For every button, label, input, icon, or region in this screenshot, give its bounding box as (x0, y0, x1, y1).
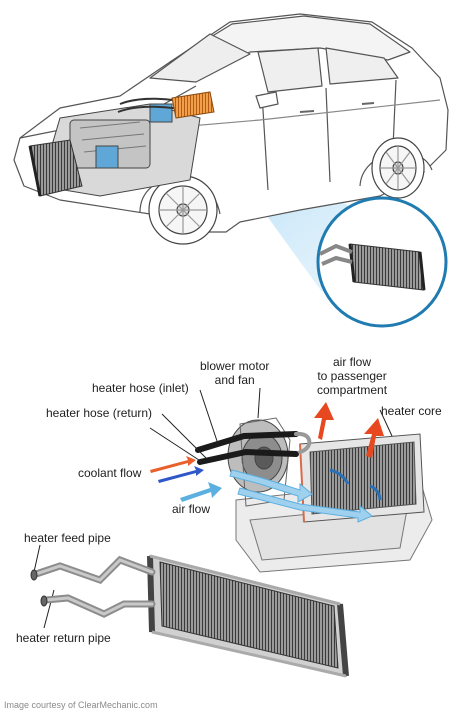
coolant-flow-arrows (150, 456, 204, 483)
label-heater-core: heater core (381, 404, 442, 418)
label-air-line-3: compartment (317, 383, 388, 397)
heater-hoses (195, 431, 312, 465)
radiator (28, 139, 83, 197)
blower-motor-fan (227, 417, 291, 507)
engine-bay (39, 97, 201, 197)
front-wheel (148, 175, 218, 245)
label-heater-return-pipe: heater return pipe (16, 631, 111, 645)
air-flow-arrow (180, 482, 222, 502)
label-blower-motor-fan: blower motor and fan (200, 359, 269, 387)
hot-air-arrows (314, 402, 384, 458)
label-air-flow: air flow (172, 502, 211, 516)
housing-heater-core (299, 433, 425, 523)
label-blower-line-2: and fan (214, 373, 255, 387)
label-heater-hose-return: heater hose (return) (46, 406, 153, 420)
dash-heater-core (171, 91, 215, 119)
magnifier-circle (316, 196, 448, 328)
image-credit: Image courtesy of ClearMechanic.com (4, 700, 158, 710)
leader-lines (33, 387, 393, 629)
label-air-line-1: air flow (333, 355, 372, 369)
label-heater-feed-pipe: heater feed pipe (24, 531, 111, 545)
heater-housing (235, 479, 433, 573)
label-air-flow-passenger: air flow to passenger compartment (317, 355, 387, 397)
label-heater-hose-inlet: heater hose (inlet) (92, 381, 189, 395)
label-blower-line-1: blower motor (200, 359, 270, 373)
car-illustration (13, 13, 449, 328)
feed-return-pipes (30, 555, 156, 618)
label-coolant-flow: coolant flow (78, 466, 142, 480)
label-air-line-2: to passenger (317, 369, 387, 383)
rear-wheel (371, 137, 425, 199)
large-heater-core (147, 554, 349, 678)
internal-air-arrows (229, 468, 382, 523)
